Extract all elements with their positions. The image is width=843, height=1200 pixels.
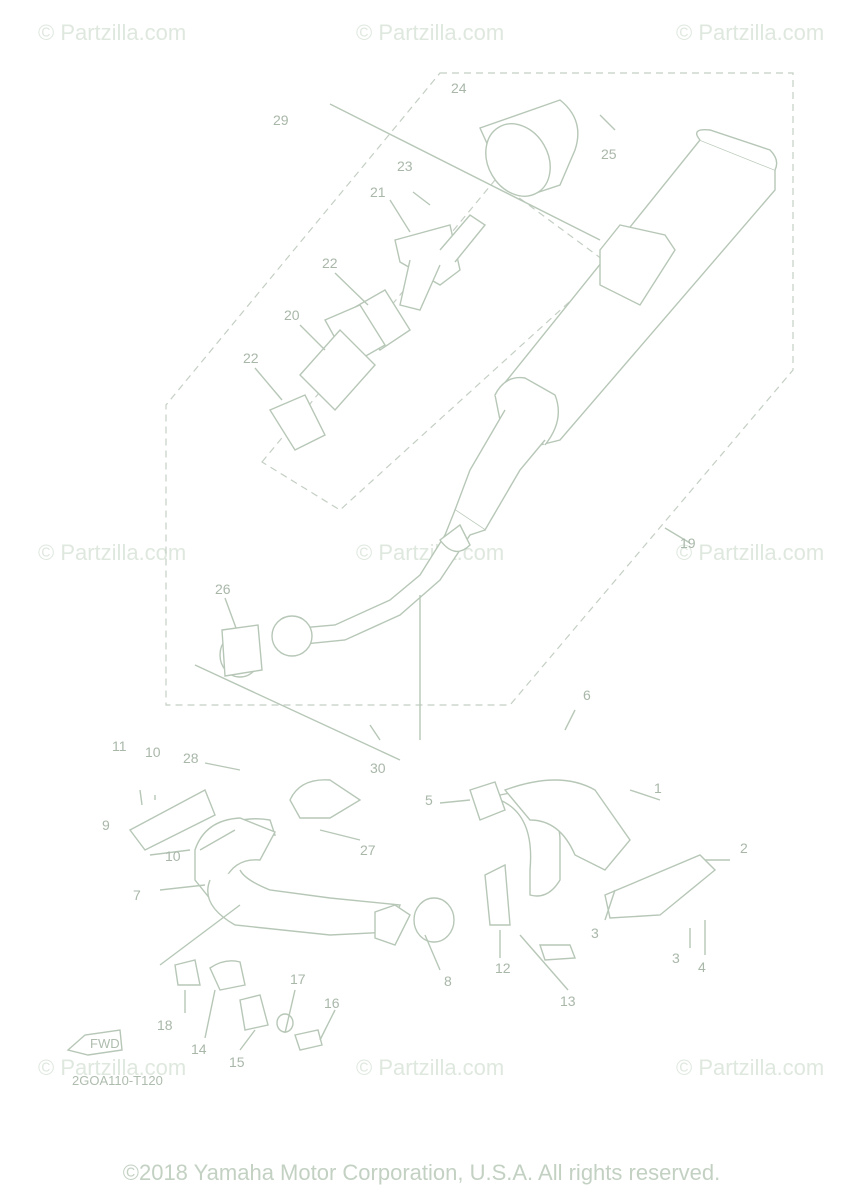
callout-6: 6	[583, 687, 591, 703]
callout-22a: 22	[322, 255, 338, 271]
upper-leaders	[194, 103, 691, 761]
callout-7: 7	[133, 887, 141, 903]
watermark-bottom-right: © Partzilla.com	[676, 1055, 824, 1080]
gaskets-and-insert	[268, 289, 411, 451]
callout-3b: 3	[672, 950, 680, 966]
callout-23: 23	[397, 158, 413, 174]
callout-28: 28	[183, 750, 199, 766]
callout-25: 25	[601, 146, 617, 162]
copyright-notice: ©2018 Yamaha Motor Corporation, U.S.A. A…	[122, 1160, 721, 1185]
callout-8: 8	[444, 973, 452, 989]
callout-24: 24	[451, 80, 467, 96]
callout-29: 29	[273, 112, 289, 128]
callout-12: 12	[495, 960, 511, 976]
callout-21: 21	[370, 184, 386, 200]
inner-pipe	[394, 214, 487, 311]
watermark-mid-right: © Partzilla.com	[676, 540, 824, 565]
callout-13: 13	[560, 993, 576, 1009]
fwd-arrow: FWD	[66, 1029, 123, 1056]
callout-10b: 10	[165, 848, 181, 864]
callout-4: 4	[698, 959, 706, 975]
muffler-assembly-outline	[165, 72, 794, 706]
callout-11: 11	[112, 738, 127, 754]
joint-ring	[219, 624, 263, 678]
lower-leaders	[139, 709, 730, 1051]
callout-1: 1	[654, 780, 662, 796]
muffler-body	[271, 129, 778, 657]
diagram-code: 2GOA110-T120	[72, 1073, 163, 1088]
watermark-top-center: © Partzilla.com	[356, 20, 504, 45]
callout-30: 30	[370, 760, 386, 776]
callout-27: 27	[360, 842, 376, 858]
watermark-top-left: © Partzilla.com	[38, 20, 186, 45]
watermark-top-right: © Partzilla.com	[676, 20, 824, 45]
callout-16: 16	[324, 995, 340, 1011]
end-cap	[479, 99, 579, 197]
callout-17: 17	[290, 971, 306, 987]
callout-14: 14	[191, 1041, 207, 1057]
callout-10a: 10	[145, 744, 161, 760]
callout-3a: 3	[591, 925, 599, 941]
callout-5: 5	[425, 792, 433, 808]
callout-19: 19	[680, 535, 696, 551]
callout-15: 15	[229, 1054, 245, 1070]
fwd-label: FWD	[90, 1036, 120, 1051]
watermark-mid-left: © Partzilla.com	[38, 540, 186, 565]
watermark-bottom-center: © Partzilla.com	[356, 1055, 504, 1080]
callout-2: 2	[740, 840, 748, 856]
callout-18: 18	[157, 1017, 173, 1033]
watermark-bottom-left: © Partzilla.com	[38, 1055, 186, 1080]
header-pipe-assembly	[128, 779, 717, 1051]
callout-9: 9	[102, 817, 110, 833]
callout-26: 26	[215, 581, 231, 597]
callout-22b: 22	[243, 350, 259, 366]
callout-numbers: 1 2 3 3 4 5 6 7 8 9 10 10 11 12 13 14 15…	[102, 80, 748, 1070]
callout-20: 20	[284, 307, 300, 323]
